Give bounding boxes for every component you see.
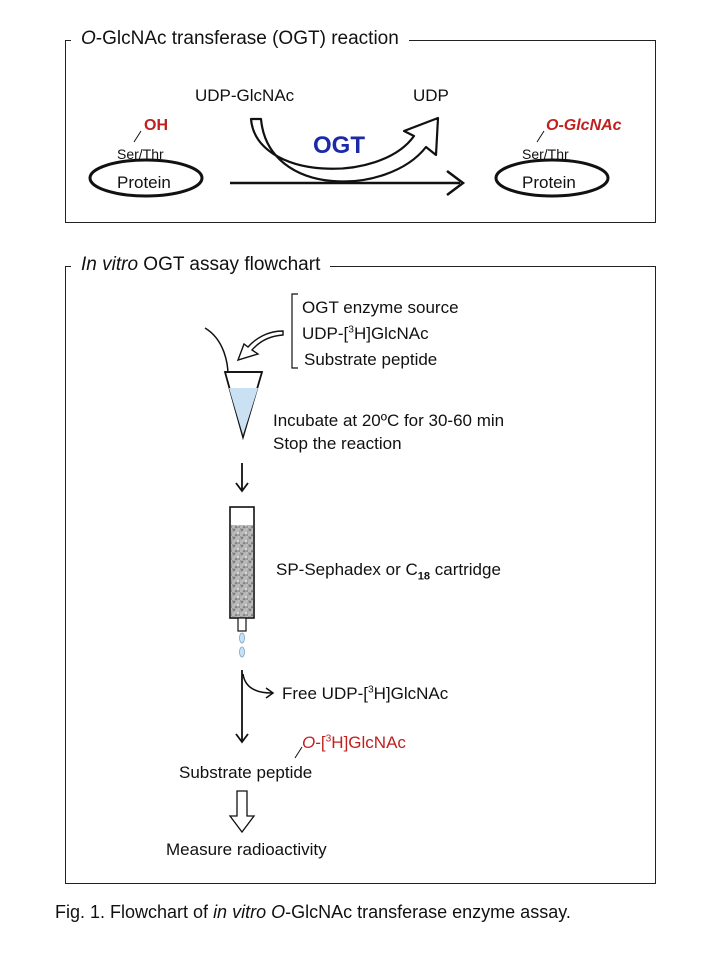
label-bond	[294, 746, 303, 759]
input-enzyme-source: OGT enzyme source	[302, 298, 459, 317]
column-tip	[237, 617, 247, 632]
reaction-panel-title: O-GlcNAc transferase (OGT) reaction	[71, 28, 409, 50]
input-bracket	[291, 293, 298, 369]
droplet-2	[239, 646, 245, 658]
column-step: SP-Sephadex or C18 cartridge	[276, 560, 501, 583]
byproduct-label: UDP	[413, 86, 449, 105]
droplet-1	[239, 632, 245, 644]
bond-left	[133, 130, 142, 143]
left-group-label: OH	[144, 117, 168, 134]
product-label: Substrate peptide	[179, 763, 313, 782]
flowthrough-label: Free UDP-[3H]GlcNAc	[282, 684, 449, 703]
measure-step: Measure radioactivity	[166, 840, 327, 859]
incubate-step: Incubate at 20ºC for 30-60 min	[273, 411, 505, 430]
right-protein-label: Protein	[522, 173, 576, 192]
input-substrate-peptide: Substrate peptide	[304, 350, 438, 369]
left-residue-label: Ser/Thr	[117, 146, 164, 162]
measure-arrow	[228, 790, 256, 834]
tube-curve	[204, 327, 229, 376]
stop-step: Stop the reaction	[273, 434, 402, 453]
left-protein-label: Protein	[117, 173, 171, 192]
column-resin	[231, 525, 253, 617]
input-udp-glcnac: UDP-[3H]GlcNAc	[302, 324, 429, 343]
right-residue-label: Ser/Thr	[522, 146, 569, 162]
protein-left-shape	[88, 158, 204, 198]
tube-liquid	[229, 388, 258, 435]
protein-right-shape	[494, 158, 610, 198]
right-group-label: O-GlcNAc	[546, 117, 622, 134]
bond-right	[536, 130, 545, 143]
curved-donor-arrow	[249, 116, 440, 183]
assay-panel	[65, 266, 656, 884]
donor-label: UDP-GlcNAc	[195, 86, 295, 105]
input-arrow	[236, 330, 284, 362]
enzyme-label: OGT	[313, 132, 365, 159]
radiolabel-label: O-[3H]GlcNAc	[302, 733, 406, 752]
assay-panel-title: In vitro OGT assay flowchart	[71, 254, 331, 276]
branch-arrow	[242, 673, 273, 694]
figure-caption: Fig. 1. Flowchart of in vitro O-GlcNAc t…	[55, 902, 571, 922]
reaction-arrow-head	[446, 170, 466, 196]
